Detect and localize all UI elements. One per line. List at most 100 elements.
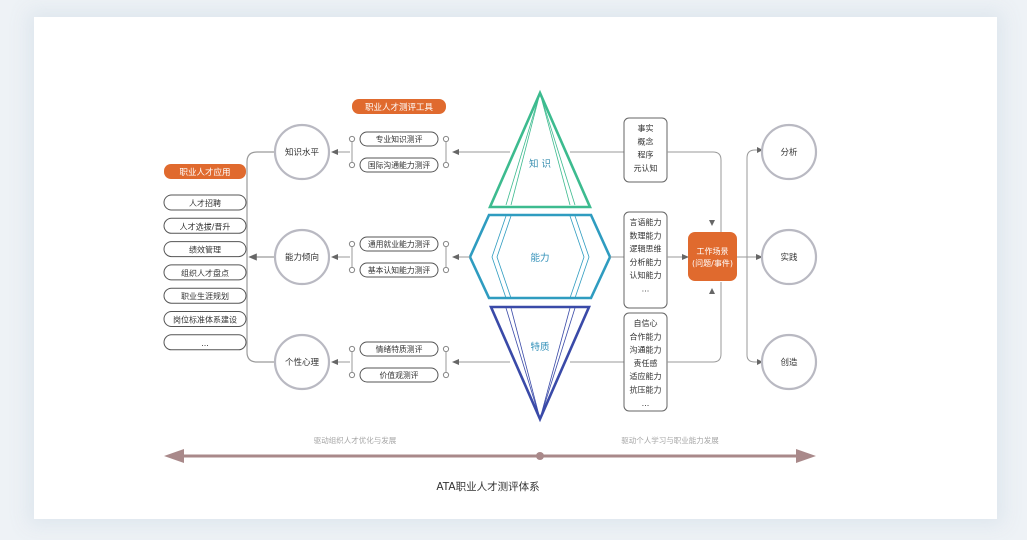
application-item-label: 人才选拔/晋升 (180, 221, 231, 231)
trait-facet-line (505, 307, 541, 420)
detail-item: 自信心 (634, 318, 658, 328)
dimension-label: 能力倾向 (285, 252, 319, 263)
arrow-right-icon (757, 147, 763, 153)
tools-header-badge (352, 99, 446, 114)
application-item-label: ... (201, 339, 209, 348)
trait-label: 特质 (530, 341, 550, 353)
application-item-label: 绩效管理 (189, 245, 221, 255)
ability-facet-line (574, 215, 590, 299)
knowledge-facet-line (510, 92, 541, 206)
detail-item: 适应能力 (630, 371, 662, 381)
tool-item-label: 国际沟通能力测评 (368, 160, 431, 170)
tool-item-label: 情绪特质测评 (376, 344, 423, 354)
arrow-right-icon (757, 359, 763, 365)
dimension-label: 知识水平 (285, 147, 320, 158)
tool-node-dot (348, 266, 356, 274)
dimension-circle (273, 333, 331, 391)
outcome-label: 分析 (780, 147, 798, 158)
tool-node-dot (348, 135, 356, 143)
bottom-axis: 驱动组织人才优化与发展 驱动个人学习与职业能力发展 ATA职业人才测评体系 (164, 435, 816, 493)
outcome-circle (760, 333, 818, 391)
tool-item-label: 价值观测评 (380, 370, 419, 380)
axis-left-arrow-icon (164, 449, 184, 463)
knowledge-facet-line (539, 92, 571, 206)
detail-item: 抗压能力 (630, 385, 662, 395)
tool-item (359, 262, 439, 278)
tool-node-dot (442, 161, 450, 169)
ability-facet-line (496, 215, 512, 299)
tool-node-dot (348, 161, 356, 169)
applications-header: 职业人才应用 (179, 167, 230, 178)
applications-header-badge (164, 164, 246, 179)
tool-item (359, 367, 439, 383)
axis-left-label: 驱动组织人才优化与发展 (314, 435, 397, 445)
trait-facet-line (539, 307, 571, 420)
dimension-circle (273, 228, 331, 286)
application-item (163, 241, 247, 258)
trait-facet-line (510, 307, 541, 420)
outcome-circle (760, 123, 818, 181)
tools-header: 职业人才测评工具 (365, 102, 434, 113)
diagram-title: ATA职业人才测评体系 (436, 480, 539, 493)
ability-facet-line (491, 215, 507, 299)
axis-center-dot (536, 452, 544, 460)
outcomes-bracket-line (746, 149, 760, 363)
tool-item-label: 专业知识测评 (376, 134, 423, 144)
detail-item: 事实 (638, 123, 654, 133)
tool-item-label: 基本认知能力测评 (368, 265, 431, 275)
application-item (163, 311, 247, 327)
detail-item: 概念 (638, 136, 654, 146)
axis-right-arrow-icon (796, 449, 816, 463)
ability-facet-line (569, 215, 585, 299)
knowledge-facet-line (539, 92, 576, 206)
tool-node-dot (348, 345, 356, 353)
tool-node-dot (442, 371, 450, 379)
application-item (163, 264, 247, 281)
work-scenario-box (688, 232, 737, 281)
arrow-down-icon (709, 220, 715, 226)
detail-item: 合作能力 (630, 331, 662, 341)
knowledge-triangle (488, 89, 592, 209)
detail-item: 分析能力 (630, 257, 662, 267)
outcome-label: 实践 (780, 252, 798, 263)
detail-item: ... (642, 399, 650, 408)
detail-item: 责任感 (634, 358, 658, 368)
detail-item: 程序 (638, 150, 654, 160)
tool-item (359, 236, 439, 252)
knowledge-facet-line (505, 92, 541, 206)
detail-item: ... (642, 285, 650, 294)
dimension-circle (273, 123, 331, 181)
tool-node-dot (442, 135, 450, 143)
detail-box-ability (623, 211, 668, 309)
core-model: 知 识 能力 特质 (468, 89, 612, 423)
trait-facet-line (539, 307, 576, 420)
trait-triangle (489, 305, 591, 423)
application-item (163, 334, 247, 351)
applications-bracket-line (246, 151, 275, 363)
tool-node-dot (442, 266, 450, 274)
detail-box-knowledge (623, 117, 668, 183)
application-item-label: 岗位标准体系建设 (173, 315, 237, 325)
tool-item (359, 341, 439, 357)
ability-label: 能力 (530, 252, 549, 264)
application-item (163, 217, 247, 234)
application-item-label: 人才招聘 (189, 198, 221, 208)
tool-item (359, 131, 439, 147)
application-item (163, 287, 247, 304)
tool-node-dot (348, 371, 356, 379)
application-item (163, 194, 247, 211)
tool-item (359, 157, 439, 173)
knowledge-label: 知 识 (529, 158, 551, 170)
details-group: 事实概念程序元认知言语能力数理能力逻辑思维分析能力认知能力...自信心合作能力沟… (623, 117, 668, 412)
detail-item: 数理能力 (630, 230, 662, 240)
work-scenario-title: 工作场景 (697, 246, 729, 256)
connector-knowledge-scenario (667, 151, 722, 232)
tool-node-dot (442, 240, 450, 248)
axis-right-label: 驱动个人学习与职业能力发展 (621, 435, 719, 445)
applications-group: 职业人才应用 人才招聘人才选拔/晋升绩效管理组织人才盘点职业生涯规划岗位标准体系… (163, 151, 275, 363)
arrow-up-icon (709, 288, 715, 294)
detail-item: 逻辑思维 (630, 244, 662, 254)
dimensions-group: 知识水平专业知识测评国际沟通能力测评能力倾向通用就业能力测评基本认知能力测评个性… (273, 123, 450, 391)
